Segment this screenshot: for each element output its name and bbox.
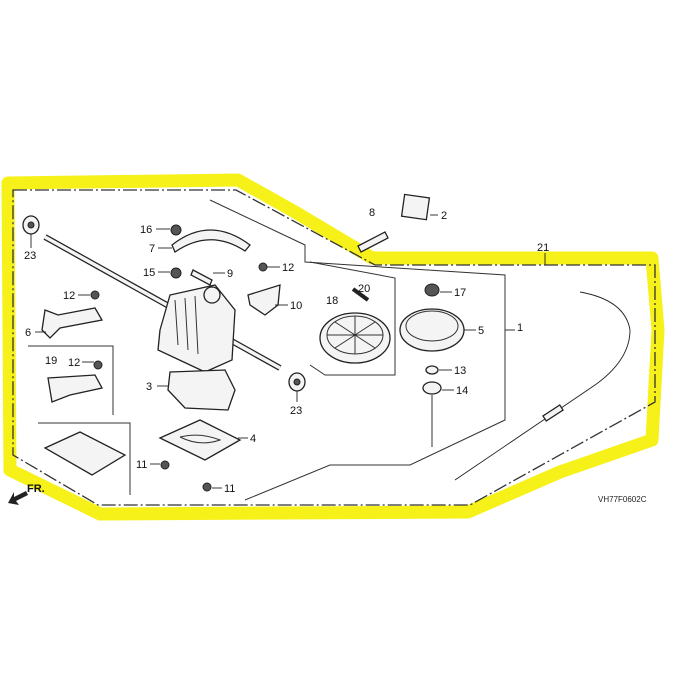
callout-12: 12 (282, 262, 294, 274)
arrow-icon (8, 491, 28, 505)
callout-23: 23 (24, 250, 36, 262)
callout-12: 12 (63, 290, 75, 302)
callout-17: 17 (454, 287, 466, 299)
callout-21: 21 (537, 242, 549, 254)
callout-1: 1 (517, 322, 523, 334)
callout-16: 16 (140, 224, 152, 236)
callout-11: 11 (136, 459, 147, 471)
drawing-code: VH77F0602C (598, 495, 647, 504)
callout-labels: 23 16 7 15 9 12 12 10 6 19 12 3 23 4 11 … (24, 207, 549, 495)
callout-4: 4 (250, 433, 256, 445)
callout-20: 20 (358, 283, 370, 295)
callout-11: 11 (224, 483, 235, 495)
callout-5: 5 (478, 325, 484, 337)
callout-6: 6 (25, 327, 31, 339)
callout-9: 9 (227, 268, 233, 280)
callout-7: 7 (149, 243, 155, 255)
subassembly-frame (209, 199, 506, 501)
callout-23: 23 (290, 405, 302, 417)
callout-18: 18 (326, 295, 338, 307)
callout-15: 15 (143, 267, 155, 279)
callout-12: 12 (68, 357, 80, 369)
callout-3: 3 (146, 381, 152, 393)
callout-19: 19 (45, 355, 57, 367)
front-arrow: FR. (8, 483, 45, 505)
front-label: FR. (27, 483, 45, 495)
callout-14: 14 (456, 385, 468, 397)
callout-10: 10 (290, 300, 302, 312)
assembly-frame (12, 189, 656, 506)
callout-2: 2 (441, 210, 447, 222)
callout-13: 13 (454, 365, 466, 377)
callout-8: 8 (369, 207, 375, 219)
